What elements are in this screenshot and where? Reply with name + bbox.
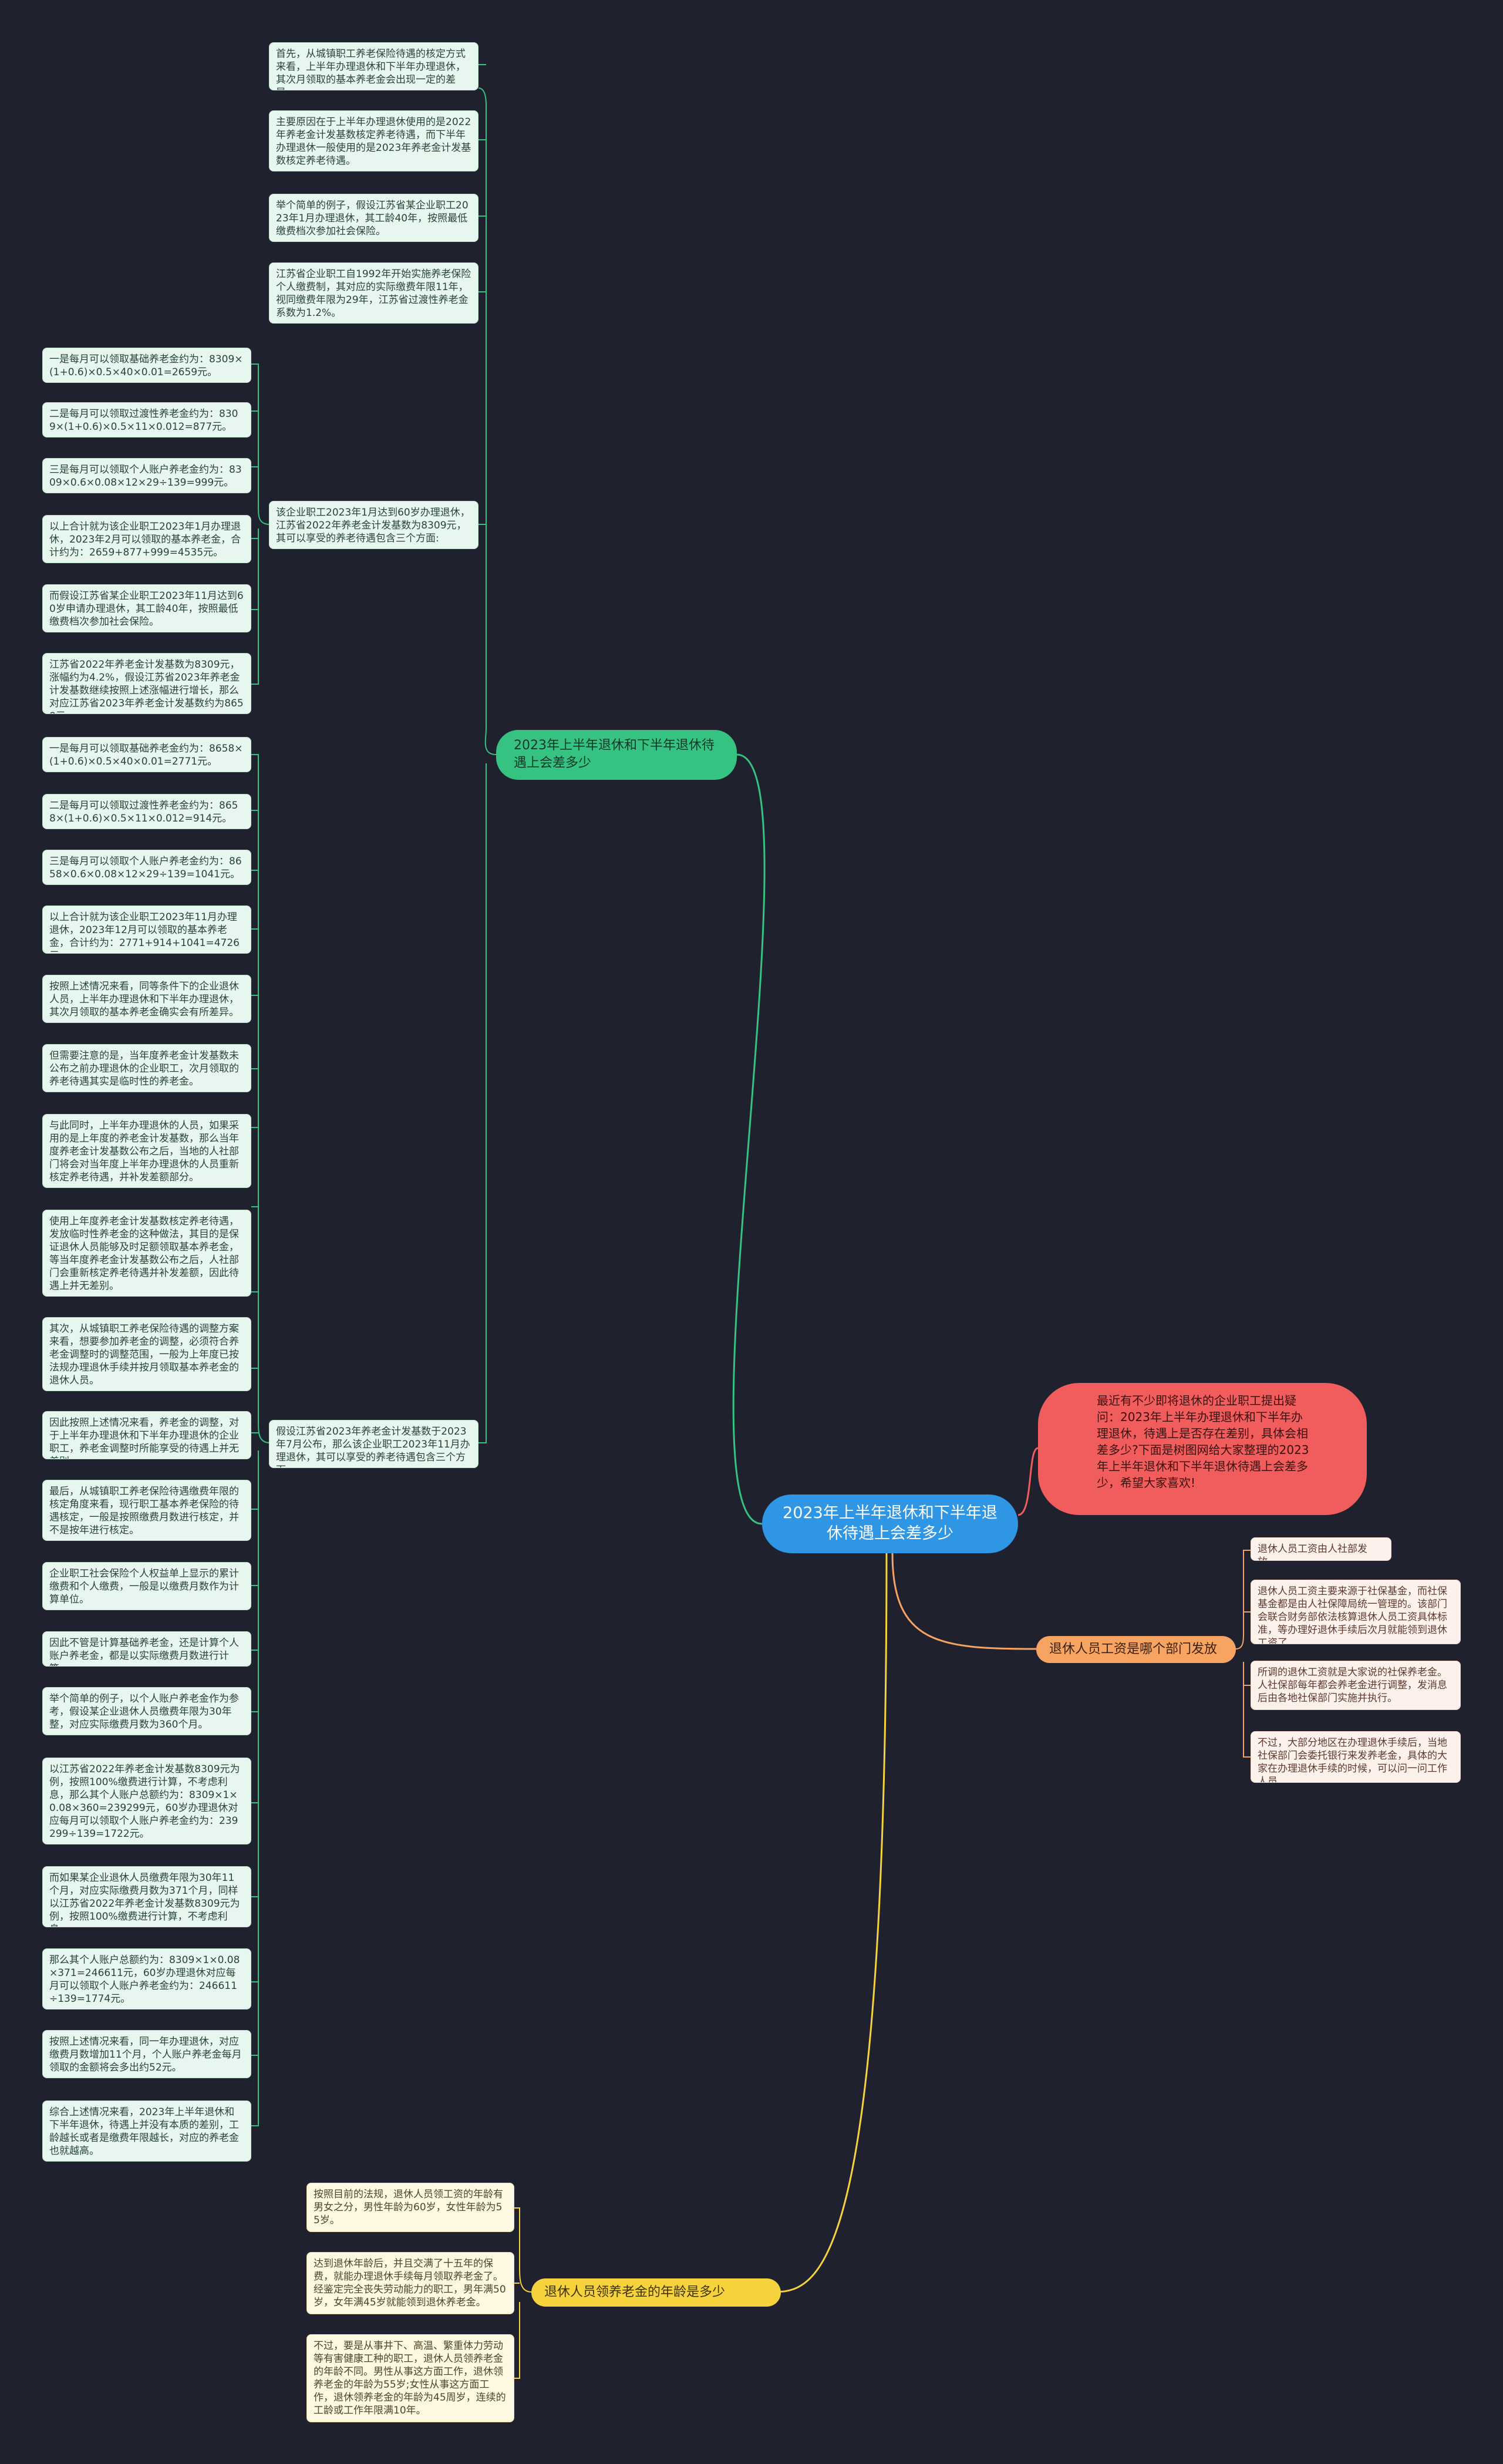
detail-node[interactable]: 最后，从城镇职工养老保险待遇缴费年限的核定角度来看，现行职工基本养老保险的待遇核… xyxy=(42,1480,251,1541)
payer-node[interactable]: 退休人员工资由人社部发放。 xyxy=(1251,1537,1391,1561)
topic-node[interactable]: 江苏省企业职工自1992年开始实施养老保险个人缴费制，其对应的实际缴费年限11年… xyxy=(269,262,478,324)
detail-node[interactable]: 二是每月可以领取过渡性养老金约为：8309×(1+0.6)×0.5×11×0.0… xyxy=(42,402,251,437)
topic-node[interactable]: 举个简单的例子，假设江苏省某企业职工2023年1月办理退休，其工龄40年，按照最… xyxy=(269,194,478,242)
detail-node[interactable]: 以上合计就为该企业职工2023年11月办理退休，2023年12月可以领取的基本养… xyxy=(42,906,251,954)
detail-node[interactable]: 与此同时，上半年办理退休的人员，如果采用的是上年度的养老金计发基数，那么当年度养… xyxy=(42,1114,251,1188)
topic-node[interactable]: 主要原因在于上半年办理退休使用的是2022年养老金计发基数核定养老待遇，而下半年… xyxy=(269,110,478,171)
topic-node[interactable]: 假设江苏省2023年养老金计发基数于2023年7月公布，那么该企业职工2023年… xyxy=(269,1420,478,1468)
payer-node[interactable]: 所调的退休工资就是大家说的社保养老金。人社保部每年都会养老金进行调整，发消息后由… xyxy=(1251,1661,1461,1710)
detail-node[interactable]: 江苏省2022年养老金计发基数为8309元，涨幅约为4.2%，假设江苏省2023… xyxy=(42,653,251,714)
intro-summary[interactable]: 最近有不少即将退休的企业职工提出疑问：2023年上半年办理退休和下半年办理退休，… xyxy=(1038,1383,1367,1515)
topic-node[interactable]: 首先，从城镇职工养老保险待遇的核定方式来看，上半年办理退休和下半年办理退休，其次… xyxy=(269,42,478,90)
detail-node[interactable]: 而假设江苏省某企业职工2023年11月达到60岁申请办理退休，其工龄40年，按照… xyxy=(42,584,251,632)
detail-node[interactable]: 以上合计就为该企业职工2023年1月办理退休，2023年2月可以领取的基本养老金… xyxy=(42,515,251,563)
detail-node[interactable]: 一是每月可以领取基础养老金约为：8309×(1+0.6)×0.5×40×0.01… xyxy=(42,348,251,383)
age-node[interactable]: 达到退休年龄后，并且交满了十五年的保费，就能办理退休手续每月领取养老金了。经鉴定… xyxy=(306,2252,514,2314)
root-topic[interactable]: 2023年上半年退休和下半年退休待遇上会差多少 xyxy=(762,1494,1018,1553)
detail-node[interactable]: 而如果某企业退休人员缴费年限为30年11个月，对应实际缴费月数为371个月，同样… xyxy=(42,1866,251,1927)
detail-node[interactable]: 那么其个人账户总额约为：8309×1×0.08×371=246611元，60岁办… xyxy=(42,1948,251,2009)
age-node[interactable]: 不过，要是从事井下、高温、繁重体力劳动等有害健康工种的职工，退休人员领养老金的年… xyxy=(306,2334,514,2422)
detail-node[interactable]: 其次，从城镇职工养老保险待遇的调整方案来看，想要参加养老金的调整，必须符合养老金… xyxy=(42,1317,251,1391)
detail-node[interactable]: 二是每月可以领取过渡性养老金约为：8658×(1+0.6)×0.5×11×0.0… xyxy=(42,794,251,829)
branch-retirement-difference[interactable]: 2023年上半年退休和下半年退休待遇上会差多少 xyxy=(496,730,737,780)
detail-node[interactable]: 以江苏省2022年养老金计发基数8309元为例，按照100%缴费进行计算，不考虑… xyxy=(42,1758,251,1844)
detail-node[interactable]: 但需要注意的是，当年度养老金计发基数未公布之前办理退休的企业职工，次月领取的养老… xyxy=(42,1044,251,1092)
payer-node[interactable]: 退休人员工资主要来源于社保基金，而社保基金都是由人社保障局统一管理的。该部门会联… xyxy=(1251,1580,1461,1644)
detail-node[interactable]: 使用上年度养老金计发基数核定养老待遇，发放临时性养老金的这种做法，其目的是保证退… xyxy=(42,1210,251,1297)
topic-node[interactable]: 该企业职工2023年1月达到60岁办理退休，江苏省2022年养老金计发基数为83… xyxy=(269,501,478,549)
age-node[interactable]: 按照目前的法规，退休人员领工资的年龄有男女之分，男性年龄为60岁，女性年龄为55… xyxy=(306,2183,514,2232)
detail-node[interactable]: 举个简单的例子，以个人账户养老金作为参考，假设某企业退休人员缴费年限为30年整，… xyxy=(42,1687,251,1735)
detail-node[interactable]: 三是每月可以领取个人账户养老金约为：8309×0.6×0.08×12×29÷13… xyxy=(42,458,251,493)
detail-node[interactable]: 三是每月可以领取个人账户养老金约为：8658×0.6×0.08×12×29÷13… xyxy=(42,850,251,885)
detail-node[interactable]: 按照上述情况来看，同等条件下的企业退休人员，上半年办理退休和下半年办理退休，其次… xyxy=(42,975,251,1023)
detail-node[interactable]: 因此不管是计算基础养老金，还是计算个人账户养老金，都是以实际缴费月数进行计算。 xyxy=(42,1631,251,1667)
detail-node[interactable]: 因此按照上述情况来看，养老金的调整，对于上半年办理退休和下半年办理退休的企业职工… xyxy=(42,1411,251,1459)
detail-node[interactable]: 按照上述情况来看，同一年办理退休，对应缴费月数增加11个月，个人账户养老金每月领… xyxy=(42,2030,251,2078)
detail-node[interactable]: 企业职工社会保险个人权益单上显示的累计缴费和个人缴费，一般是以缴费月数作为计算单… xyxy=(42,1562,251,1610)
branch-retirement-age[interactable]: 退休人员领养老金的年龄是多少 xyxy=(531,2278,781,2307)
branch-pension-payer[interactable]: 退休人员工资是哪个部门发放 xyxy=(1036,1636,1236,1663)
detail-node[interactable]: 综合上述情况来看，2023年上半年退休和下半年退休，待遇上并没有本质的差别，工龄… xyxy=(42,2101,251,2162)
detail-node[interactable]: 一是每月可以领取基础养老金约为：8658×(1+0.6)×0.5×40×0.01… xyxy=(42,737,251,772)
payer-node[interactable]: 不过，大部分地区在办理退休手续后，当地社保部门会委托银行来发养老金，具体的大家在… xyxy=(1251,1731,1461,1783)
